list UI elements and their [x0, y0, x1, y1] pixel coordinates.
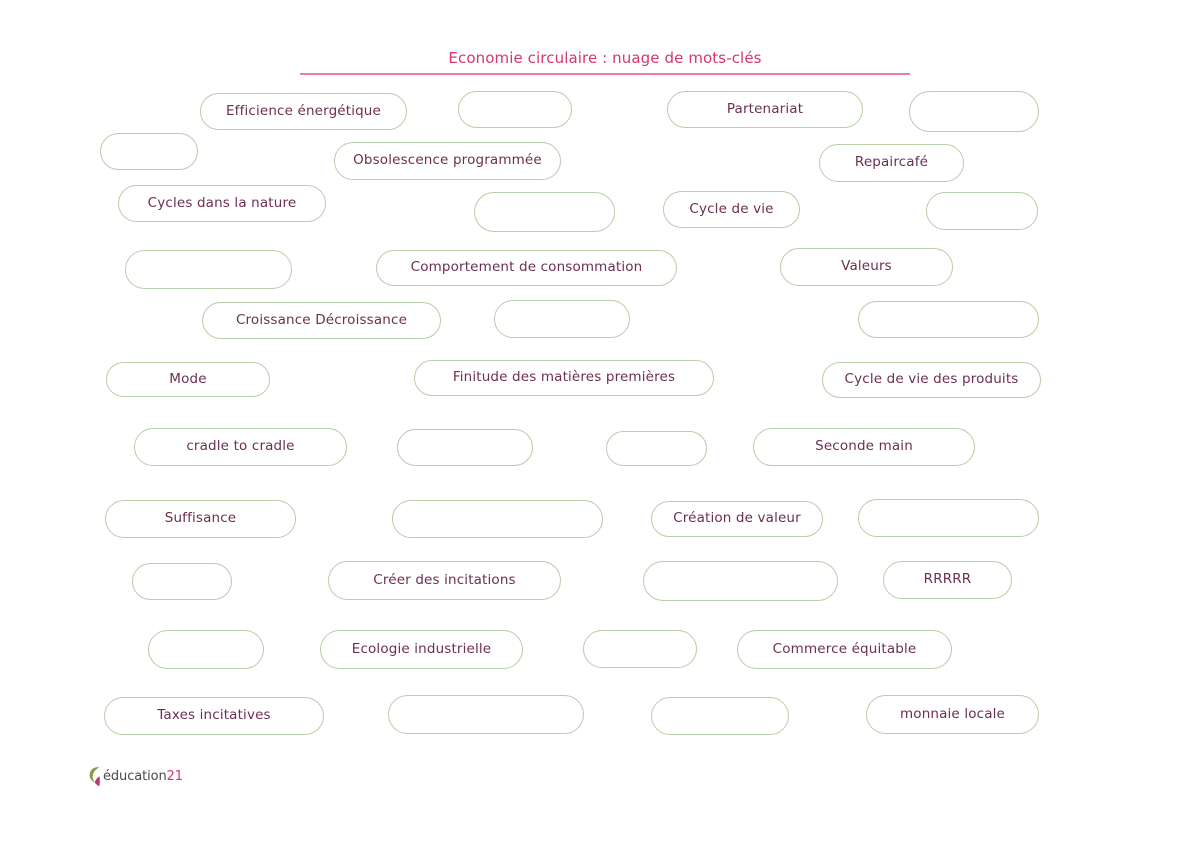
keyword-pill-label: Commerce équitable — [772, 640, 917, 657]
keyword-pill-label: Partenariat — [726, 100, 804, 117]
keyword-pill[interactable]: Comportement de consommation — [376, 250, 677, 286]
keyword-pill-label: monnaie locale — [899, 705, 1005, 722]
keyword-pill-label: Croissance Décroissance — [235, 311, 408, 328]
blank-pill[interactable] — [388, 695, 584, 734]
keyword-pill[interactable]: Taxes incitatives — [104, 697, 324, 735]
title-block: Economie circulaire : nuage de mots-clés — [300, 48, 910, 75]
blank-pill[interactable] — [926, 192, 1038, 230]
keyword-pill-label: RRRRR — [923, 571, 972, 588]
keyword-pill[interactable]: Cycle de vie des produits — [822, 362, 1041, 398]
keyword-pill[interactable]: Repaircafé — [819, 144, 964, 182]
blank-pill[interactable] — [651, 697, 789, 735]
keyword-pill[interactable]: Valeurs — [780, 248, 953, 286]
keyword-pill-label: cradle to cradle — [186, 438, 295, 455]
keyword-pill[interactable]: Création de valeur — [651, 501, 823, 537]
keyword-pill[interactable]: Créer des incitations — [328, 561, 561, 600]
keyword-pill-label: Comportement de consommation — [410, 259, 643, 276]
keyword-pill-label: Création de valeur — [673, 510, 801, 527]
keyword-pill-label: Mode — [169, 370, 207, 387]
keyword-pill-label: Cycles dans la nature — [147, 194, 297, 211]
keyword-pill[interactable]: monnaie locale — [866, 695, 1039, 734]
keyword-pill[interactable]: Partenariat — [667, 91, 863, 128]
blank-pill[interactable] — [606, 431, 707, 466]
keyword-pill[interactable]: RRRRR — [883, 561, 1012, 599]
blank-pill[interactable] — [858, 499, 1039, 537]
keyword-pill-label: Cycle de vie — [689, 200, 774, 217]
keyword-pill-label: Cycle de vie des produits — [844, 371, 1019, 388]
keyword-pill[interactable]: Cycle de vie — [663, 191, 800, 228]
blank-pill[interactable] — [583, 630, 697, 668]
logo-word: éducation — [103, 768, 167, 784]
swoosh-icon — [88, 765, 102, 787]
keyword-pill[interactable]: Cycles dans la nature — [118, 185, 326, 222]
keyword-pill[interactable]: Seconde main — [753, 428, 975, 466]
page-title: Economie circulaire : nuage de mots-clés — [448, 49, 762, 67]
keyword-pill-label: Obsolescence programmée — [353, 152, 542, 169]
keyword-pill-label: Repaircafé — [854, 154, 929, 171]
keyword-pill[interactable]: Commerce équitable — [737, 630, 952, 669]
keyword-pill[interactable]: Ecologie industrielle — [320, 630, 523, 669]
blank-pill[interactable] — [643, 561, 838, 601]
blank-pill[interactable] — [100, 133, 198, 170]
blank-pill[interactable] — [397, 429, 533, 466]
keyword-pill[interactable]: cradle to cradle — [134, 428, 347, 466]
keyword-pill-label: Taxes incitatives — [157, 707, 271, 724]
blank-pill[interactable] — [909, 91, 1039, 132]
logo-number: 21 — [166, 768, 183, 784]
blank-pill[interactable] — [125, 250, 292, 289]
keyword-pill[interactable]: Finitude des matières premières — [414, 360, 714, 396]
blank-pill[interactable] — [392, 500, 603, 538]
blank-pill[interactable] — [458, 91, 572, 128]
keyword-pill-label: Finitude des matières premières — [452, 369, 676, 386]
title-underline-rule — [300, 73, 910, 75]
keyword-pill-label: Valeurs — [841, 258, 892, 275]
blank-pill[interactable] — [474, 192, 615, 232]
keyword-pill[interactable]: Obsolescence programmée — [334, 142, 561, 180]
keyword-pill-label: Seconde main — [815, 438, 913, 455]
keyword-pill[interactable]: Mode — [106, 362, 270, 397]
keyword-pill-label: Créer des incitations — [373, 571, 516, 588]
keyword-pill[interactable]: Croissance Décroissance — [202, 302, 441, 339]
blank-pill[interactable] — [494, 300, 630, 338]
keyword-pill-label: Efficience énergétique — [226, 102, 381, 119]
blank-pill[interactable] — [132, 563, 232, 600]
keyword-pill[interactable]: Efficience énergétique — [200, 93, 407, 130]
keyword-pill[interactable]: Suffisance — [105, 500, 296, 538]
blank-pill[interactable] — [148, 630, 264, 669]
blank-pill[interactable] — [858, 301, 1039, 338]
keyword-pill-label: Ecologie industrielle — [351, 640, 492, 657]
keyword-pill-label: Suffisance — [164, 510, 237, 527]
